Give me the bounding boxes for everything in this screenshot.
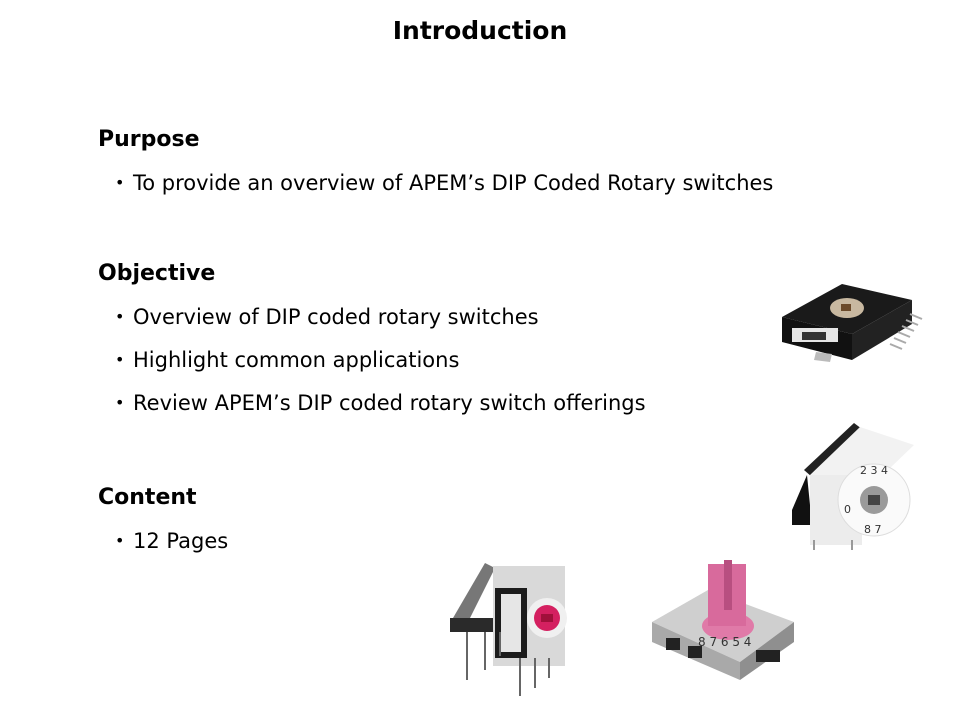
- product-image-black-smd-switch: [782, 284, 923, 362]
- bullet-icon: •: [115, 531, 125, 550]
- slide-title: Introduction: [392, 16, 568, 45]
- bullet-item: •To provide an overview of APEM’s DIP Co…: [115, 171, 774, 195]
- bullet-item: •Overview of DIP coded rotary switches: [115, 305, 539, 329]
- product-image-red-rotor-switch: [450, 563, 567, 696]
- bullet-icon: •: [115, 350, 125, 369]
- product-image-pink-shaft-switch: 8 7 6 5 4: [652, 560, 794, 680]
- section-heading: Content: [98, 485, 197, 510]
- bullet-item: •Review APEM’s DIP coded rotary switch o…: [115, 391, 646, 415]
- svg-text:8 7: 8 7: [864, 523, 882, 536]
- section-purpose: Purpose •To provide an overview of APEM’…: [98, 127, 773, 195]
- bullet-item: •Highlight common applications: [115, 348, 460, 372]
- svg-text:8 7 6 5 4: 8 7 6 5 4: [698, 635, 751, 649]
- section-objective: Objective •Overview of DIP coded rotary …: [98, 261, 646, 415]
- section-heading: Objective: [98, 261, 216, 286]
- bullet-icon: •: [115, 307, 125, 326]
- bullet-icon: •: [115, 173, 125, 192]
- section-content: Content •12 Pages: [98, 485, 228, 553]
- dial-digits: 2 3 4: [860, 464, 888, 477]
- section-heading: Purpose: [98, 127, 200, 152]
- svg-text:0: 0: [844, 503, 851, 516]
- product-image-white-rotary-switch: 2 3 4 0 8 7: [792, 423, 914, 550]
- bullet-icon: •: [115, 393, 125, 412]
- bullet-item: •12 Pages: [115, 529, 229, 553]
